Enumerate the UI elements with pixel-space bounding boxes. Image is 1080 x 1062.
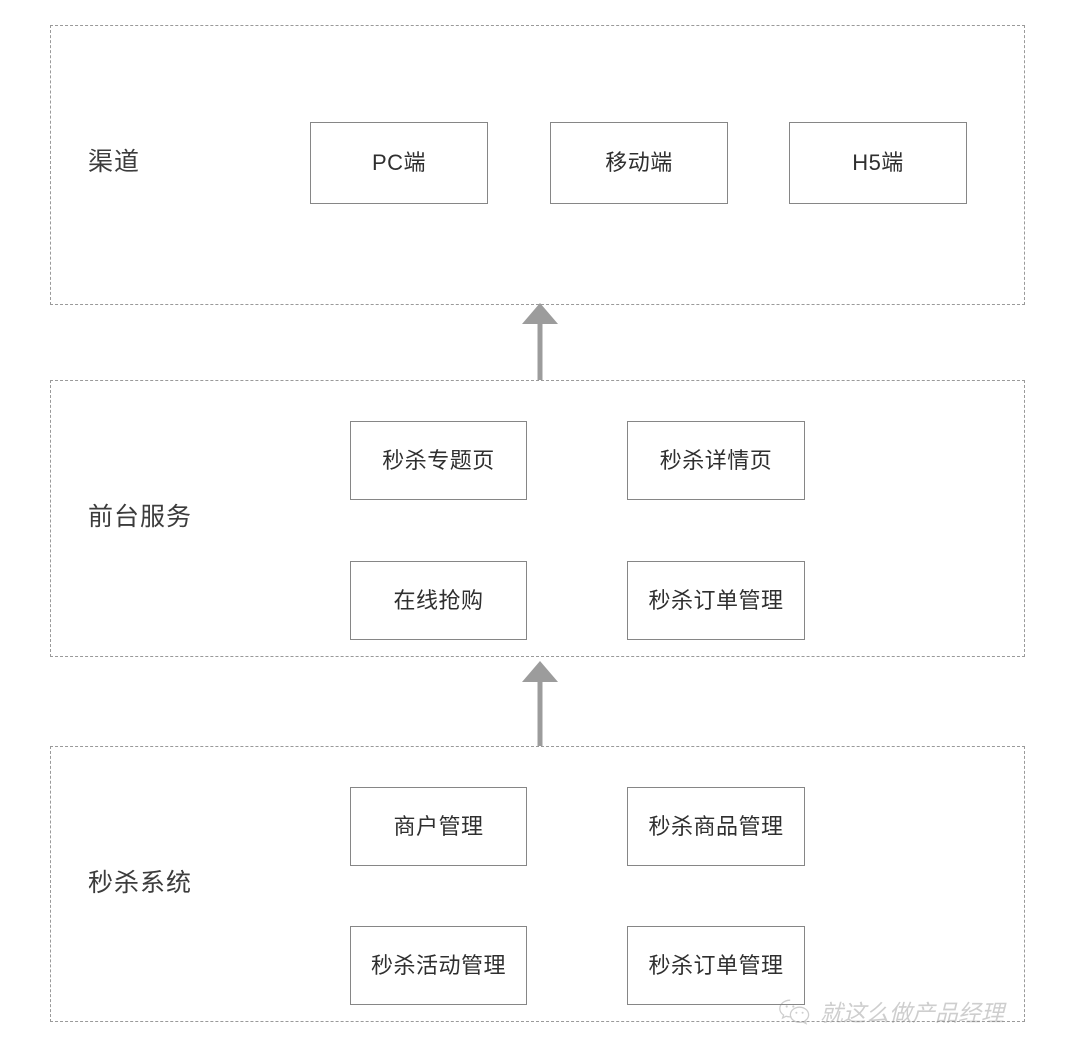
node-online-rush-purchase[interactable]: 在线抢购 [350, 561, 527, 640]
arrow-shaft [537, 319, 543, 381]
arrow-head-up-icon [522, 661, 558, 682]
layer-frontend-service-label: 前台服务 [88, 503, 193, 531]
wechat-logo-icon [778, 998, 812, 1028]
layer-channel-label: 渠道 [88, 148, 141, 176]
node-merchant-management[interactable]: 商户管理 [350, 787, 527, 866]
node-seckill-activity-management[interactable]: 秒杀活动管理 [350, 926, 527, 1005]
node-seckill-topic-page[interactable]: 秒杀专题页 [350, 421, 527, 500]
node-pc-terminal[interactable]: PC端 [310, 122, 488, 204]
node-h5-terminal[interactable]: H5端 [789, 122, 967, 204]
layer-frontend-service [50, 380, 1025, 657]
node-seckill-product-management[interactable]: 秒杀商品管理 [627, 787, 805, 866]
node-seckill-order-management-system[interactable]: 秒杀订单管理 [627, 926, 805, 1005]
watermark: 就这么做产品经理 [778, 998, 1004, 1028]
node-seckill-order-management-service[interactable]: 秒杀订单管理 [627, 561, 805, 640]
node-mobile-terminal[interactable]: 移动端 [550, 122, 728, 204]
layer-seckill-system [50, 746, 1025, 1022]
arrow-head-up-icon [522, 303, 558, 324]
node-seckill-detail-page[interactable]: 秒杀详情页 [627, 421, 805, 500]
arrow-system-to-service [522, 661, 558, 746]
watermark-text: 就这么做产品经理 [820, 999, 1004, 1026]
arrow-service-to-channel [522, 303, 558, 381]
layer-seckill-system-label: 秒杀系统 [88, 869, 193, 897]
arrow-shaft [537, 677, 543, 746]
